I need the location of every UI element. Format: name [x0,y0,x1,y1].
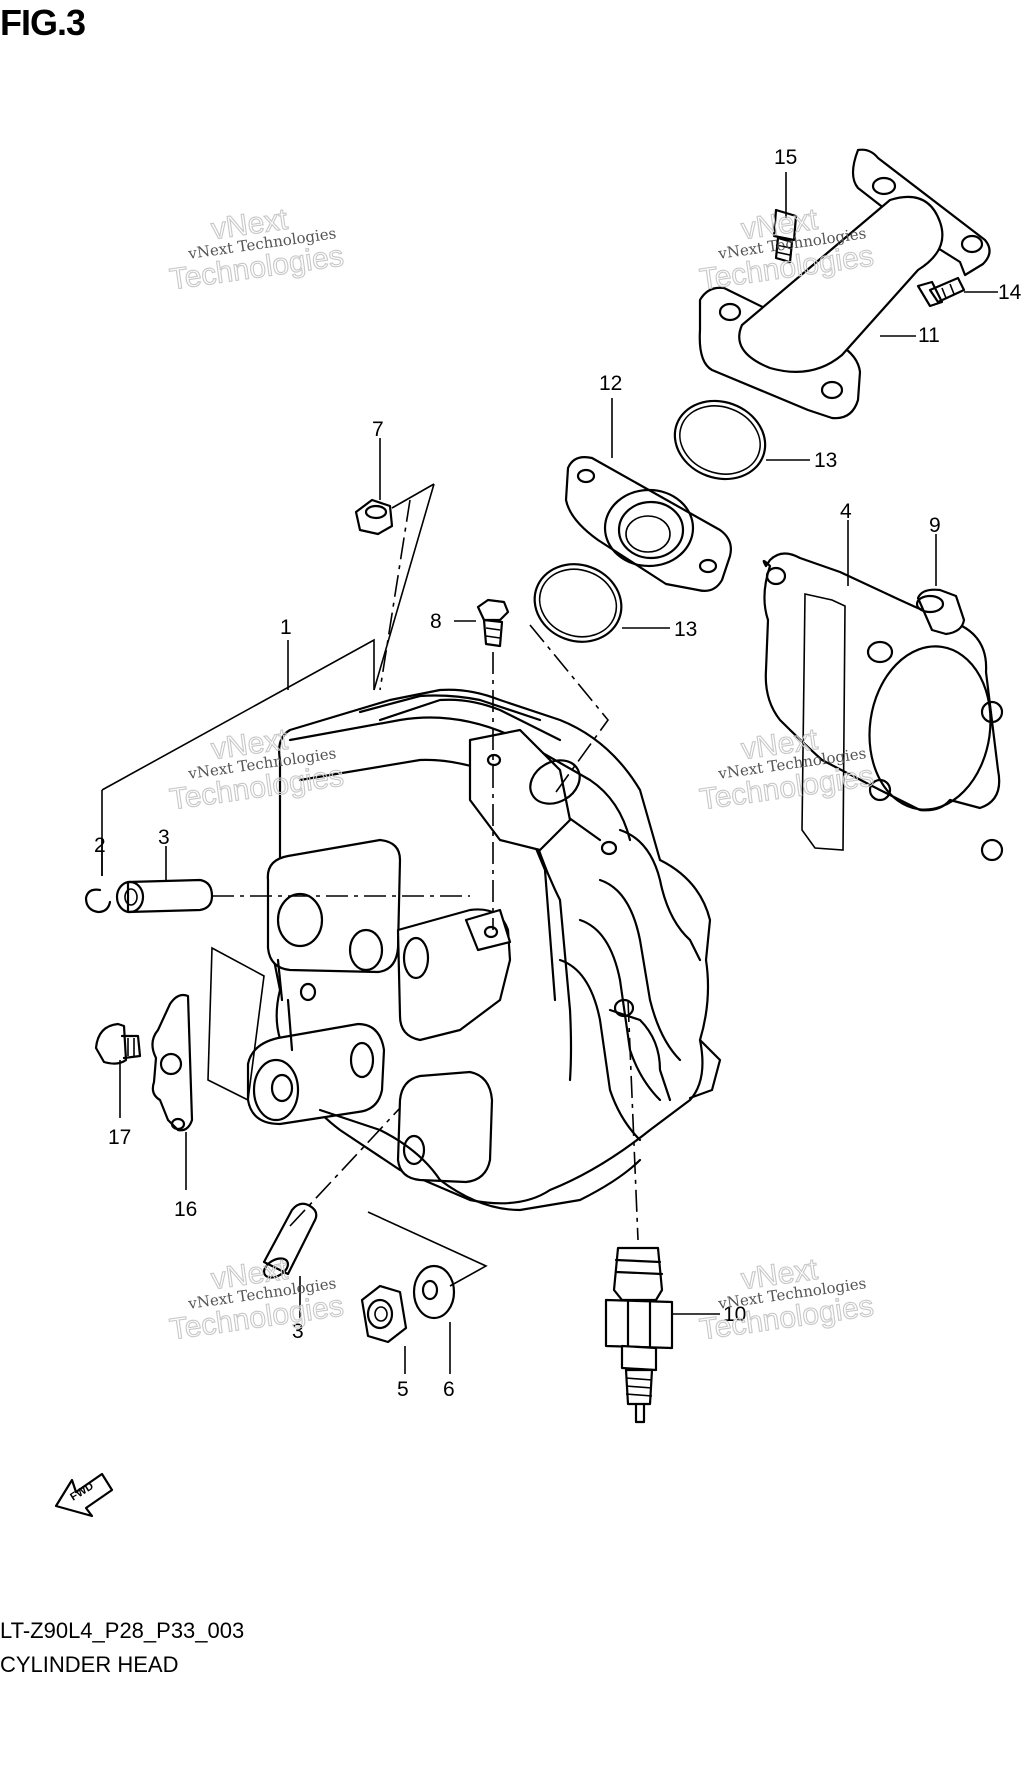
dowel-pin-upper[interactable] [115,878,214,914]
callout-6: 6 [443,1378,455,1401]
alignment-lines [212,499,639,1241]
callout-9: 9 [929,514,941,537]
dowel-pin-lower[interactable] [261,1202,318,1282]
leader-lines [101,172,998,1374]
dowel-pin[interactable] [915,588,966,636]
callout-3-lower: 3 [292,1320,304,1343]
cylinder-head-gasket[interactable] [762,552,1004,862]
callout-numbers: 1 2 3 4 5 6 7 8 9 10 11 12 13 13 14 15 1… [94,146,1022,1401]
washer[interactable] [412,1264,456,1320]
screw[interactable] [94,1022,142,1065]
callout-10: 10 [723,1303,746,1326]
bracket[interactable] [151,993,194,1132]
callout-2: 2 [94,834,106,857]
callout-15: 15 [774,146,797,169]
bolt-14[interactable] [916,276,966,308]
callout-1: 1 [280,616,292,639]
figure-title: FIG.3 [0,2,86,43]
watermark-bottom-right: vNext vNext Technologies Technologies [697,1252,876,1347]
diagram-caption: CYLINDER HEAD [0,1652,179,1677]
fwd-direction-arrow: FWD [54,1472,114,1518]
o-ring-lower[interactable] [524,552,633,654]
insulator[interactable] [564,456,732,592]
callout-13-lower: 13 [674,618,697,641]
callout-7: 7 [372,418,384,441]
callout-11: 11 [918,324,940,347]
watermark-mid-right: vNext vNext Technologies Technologies [697,722,876,817]
o-ring-upper[interactable] [664,389,776,492]
spark-plug[interactable] [604,1246,674,1424]
callout-8: 8 [430,610,442,633]
watermark-group: vNext vNext Technologies Technologies vN… [167,202,876,1347]
bracket-lines [101,483,488,1287]
callout-5: 5 [397,1378,409,1401]
cylinder-head[interactable] [246,688,722,1212]
bolt-15[interactable] [772,208,798,264]
callout-17: 17 [108,1126,131,1149]
callout-16: 16 [174,1198,197,1221]
nut-7[interactable] [354,498,394,536]
bolt-8[interactable] [476,598,510,648]
callout-13-upper: 13 [814,449,837,472]
intake-pipe[interactable] [698,148,991,420]
callout-14: 14 [998,281,1022,304]
watermark-top-left: vNext vNext Technologies Technologies [167,202,346,297]
watermark-bottom-left: vNext vNext Technologies Technologies [167,1252,346,1347]
nut-5[interactable] [360,1284,408,1344]
diagram-code: LT-Z90L4_P28_P33_003 [0,1618,245,1643]
callout-4: 4 [840,500,852,523]
clip[interactable] [84,888,112,914]
callout-3-upper: 3 [158,826,170,849]
callout-12: 12 [599,372,622,395]
